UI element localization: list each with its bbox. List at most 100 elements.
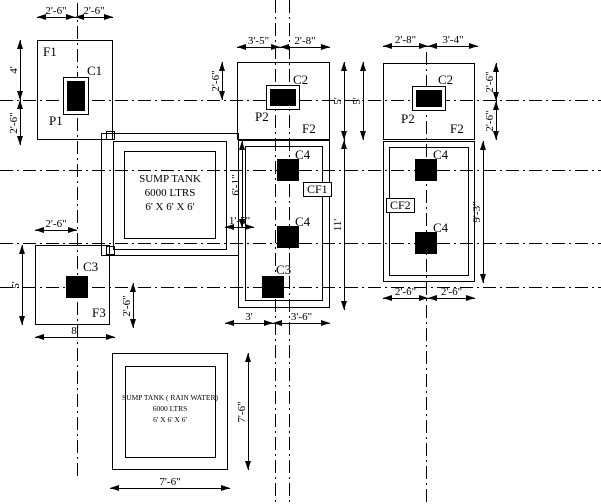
footing-f3-label: F3 [92, 305, 106, 320]
dim-f1-top-left: 2'-6" [37, 5, 75, 20]
dim-f2-right-side-upper: 2'-6" [484, 63, 499, 101]
dim-label: 2'-8" [394, 34, 417, 46]
pedestal-p2-mid-label: P2 [255, 109, 269, 124]
footing-f1-outline [37, 40, 113, 140]
sump1-line3: 6' X 6' X 6' [145, 201, 195, 213]
pedestal-p2-right-label: P2 [401, 111, 415, 126]
column-c3-f3-label: C3 [83, 259, 99, 274]
column-c1-label: C1 [87, 63, 103, 78]
sump1-line2: 6000 LTRS [144, 187, 196, 199]
dim-cf2-bottom-right: 2'-6" [428, 286, 475, 301]
dim-cf1-inner-height: 6'-1" [230, 141, 245, 228]
column-c4-cf1-mid-label: C4 [295, 214, 311, 229]
footing-cf1-label: CF1 [303, 182, 332, 197]
dim-label: 2'-6" [483, 109, 496, 132]
dim-label: 2'-6" [394, 286, 417, 298]
dim-label: 6'-1" [229, 173, 242, 196]
sump1-wall-inner [124, 151, 216, 239]
dim-label: 8' [71, 325, 79, 337]
dim-span-total-11ft: 11' [332, 140, 347, 310]
centerline-col-cf2 [426, 52, 427, 504]
column-c4-cf2-top [415, 159, 437, 181]
column-c2-right-label: C2 [438, 72, 454, 87]
column-c4-cf1-mid [277, 226, 299, 248]
dim-label: 3'-4" [442, 34, 464, 46]
centerline-row-c3 [0, 287, 601, 288]
sump2-wall-outer [112, 353, 228, 470]
footing-cf1-inner [245, 146, 323, 301]
column-c4-cf2-bottom-label: C4 [433, 220, 449, 235]
column-c3-cf1-bottom [262, 276, 284, 298]
footing-f2-right-label: F2 [450, 121, 464, 136]
dim-label: 2'-6" [83, 5, 105, 17]
pedestal-p1-outline [63, 77, 89, 115]
column-c2-mid-label: C2 [293, 72, 309, 87]
dim-f2-mid-top-left: 3'-5" [237, 35, 280, 50]
footing-f2-mid-label: F2 [302, 121, 316, 136]
dim-cf2-bottom-left: 2'-6" [383, 286, 428, 301]
column-c4-cf2-top-label: C4 [433, 147, 449, 162]
dim-f1-side-lower: 2'-6" [8, 100, 23, 145]
dim-label: 9'-3" [470, 201, 483, 223]
f1-corner-notch [106, 131, 115, 140]
sump2-wall-inner [125, 366, 216, 458]
dim-label: 5' [331, 97, 344, 105]
column-c4-cf1-top-label: C4 [295, 147, 311, 162]
dim-f2-right-top-left: 2'-8" [383, 34, 428, 49]
sump2-line1: SUMP TANK ( RAIN WATER) [122, 393, 218, 402]
dim-label: 2'-6" [45, 5, 67, 17]
dim-label: 2'-6" [440, 286, 463, 298]
footing-cf2-label: CF2 [386, 198, 415, 213]
dim-f3-left: 5' [10, 245, 25, 325]
sump2-text: SUMP TANK ( RAIN WATER) 6000 LTRS 6' X 6… [113, 392, 227, 425]
sump2-line3: 6' X 6' X 6' [153, 415, 187, 424]
dim-cf1-bottom-right: 3'-6" [273, 311, 330, 326]
dim-cf1-inner-offset: 1'-5" [225, 215, 254, 230]
column-c3-cf1-bottom-label: C3 [276, 262, 292, 277]
dim-f3-top: 2'-6" [35, 218, 77, 233]
dim-label: 2'-6" [120, 294, 133, 317]
dim-label: 3'-6" [290, 311, 313, 323]
footing-cf1-outline [238, 140, 330, 308]
dim-label: 2'-6" [45, 218, 67, 230]
pedestal-p1-label: P1 [49, 113, 63, 128]
footing-f2-mid-outline [237, 62, 330, 140]
dim-sump2-right: 7'-6" [236, 353, 251, 470]
dim-f2-mid-top-right: 2'-8" [280, 35, 330, 50]
centerline-row-c4-upper [0, 170, 601, 171]
dim-f2-right-top-right: 3'-4" [428, 34, 478, 49]
footing-f2-right-outline [383, 63, 475, 140]
footing-cf2-outline [383, 141, 475, 282]
footing-f1-label: F1 [43, 44, 57, 59]
dim-label: 3'-5" [247, 35, 270, 47]
column-c2-right [416, 90, 442, 107]
dim-label: 5' [9, 281, 22, 289]
dim-label: 5' [350, 97, 363, 105]
f3-corner-notch [106, 246, 115, 255]
column-c4-cf2-bottom [415, 232, 437, 254]
dim-label: 7'-6" [235, 400, 248, 423]
dim-label: 2'-6" [7, 111, 20, 134]
pedestal-p2-right-outline [412, 86, 446, 111]
sump1-wall-outer [113, 141, 227, 250]
dim-f2-right-side-lower: 2'-6" [484, 101, 499, 140]
column-c2-mid [270, 89, 296, 106]
dim-label: 11' [331, 218, 344, 232]
column-c1 [67, 81, 85, 111]
centerline-row-c4-lower [0, 243, 601, 244]
dim-label: 3' [245, 311, 253, 323]
centerline-col-cf1-b [289, 0, 290, 504]
dim-label: 4' [7, 66, 20, 74]
pedestal-p2-mid-outline [266, 85, 300, 110]
dim-label: 7'-6" [159, 476, 181, 488]
centerline-col-f1-f3 [77, 3, 78, 480]
dim-f3-right: 2'-6" [121, 283, 136, 328]
dim-f2-mid-side: 2'-6" [210, 62, 225, 100]
footing-f3-outline [35, 245, 110, 325]
dim-f1-side-upper: 4' [8, 40, 23, 100]
dim-f1-top-right: 2'-6" [75, 5, 113, 20]
dim-label: 2'-8" [294, 35, 316, 47]
dim-f3-bottom: 8' [35, 325, 115, 340]
column-c4-cf1-top [277, 159, 299, 181]
